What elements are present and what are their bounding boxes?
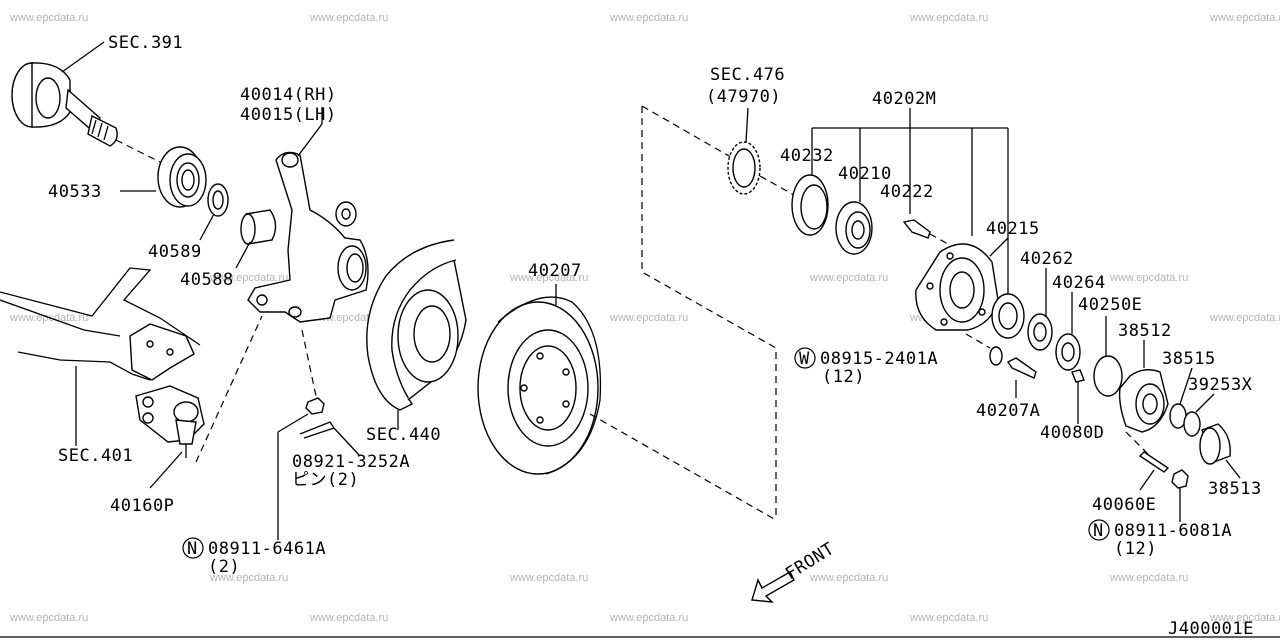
n-mark-letter: N bbox=[1093, 521, 1104, 541]
stud-40060e-drawing bbox=[1138, 451, 1170, 491]
watermark-layer: www.epcdata.ru www.epcdata.ru www.epcdat… bbox=[9, 12, 1280, 624]
drive-shaft-drawing bbox=[11, 41, 161, 163]
free-wheel-hub-38512-drawing bbox=[1118, 340, 1169, 457]
race-40232-drawing bbox=[791, 128, 829, 236]
watermark: www.epcdata.ru bbox=[809, 572, 888, 584]
snap-ring-38515-drawing bbox=[1169, 367, 1193, 429]
watermark: www.epcdata.ru bbox=[609, 12, 688, 24]
lock-plate-drawing bbox=[1055, 333, 1081, 371]
label-40222[interactable]: 40222 bbox=[880, 182, 934, 202]
hub-40215-drawing bbox=[915, 237, 1009, 331]
steering-knuckle-drawing bbox=[247, 107, 369, 323]
disc-rotor-40207-drawing bbox=[477, 284, 777, 521]
dust-shield-drawing bbox=[366, 239, 467, 430]
watermark: www.epcdata.ru bbox=[1109, 272, 1188, 284]
label-40160p[interactable]: 40160P bbox=[110, 496, 174, 516]
label-39253x[interactable]: 39253X bbox=[1188, 375, 1253, 395]
label-40080d[interactable]: 40080D bbox=[1040, 423, 1104, 443]
lower-arm-drawing bbox=[0, 267, 201, 446]
watermark: www.epcdata.ru bbox=[509, 572, 588, 584]
bearing-40262-drawing bbox=[991, 268, 1047, 339]
n-mark-icon bbox=[1088, 519, 1110, 541]
watermark: www.epcdata.ru bbox=[9, 12, 88, 24]
washer-40264-drawing bbox=[1027, 292, 1073, 351]
label-sec401[interactable]: SEC.401 bbox=[58, 446, 133, 466]
bushing-40588-drawing bbox=[235, 209, 277, 269]
label-40215[interactable]: 40215 bbox=[986, 219, 1040, 239]
ball-joint-40160p-drawing bbox=[135, 315, 263, 489]
label-40232[interactable]: 40232 bbox=[780, 146, 834, 166]
label-40250e[interactable]: 40250E bbox=[1078, 295, 1142, 315]
label-sec476-sub: (47970) bbox=[706, 87, 781, 107]
label-08911-6461a-qty: (2) bbox=[208, 557, 240, 577]
label-40015[interactable]: 40015(LH) bbox=[240, 105, 337, 125]
label-sec440[interactable]: SEC.440 bbox=[366, 425, 441, 445]
label-40589[interactable]: 40589 bbox=[148, 242, 202, 262]
label-38513[interactable]: 38513 bbox=[1208, 479, 1262, 499]
label-40207[interactable]: 40207 bbox=[528, 261, 582, 281]
watermark: www.epcdata.ru bbox=[1209, 612, 1280, 624]
label-40264[interactable]: 40264 bbox=[1052, 273, 1106, 293]
gasket-40250e-drawing bbox=[1093, 316, 1123, 397]
label-40262[interactable]: 40262 bbox=[1020, 249, 1074, 269]
watermark: www.epcdata.ru bbox=[609, 312, 688, 324]
label-08915-qty: (12) bbox=[822, 367, 865, 387]
watermark: www.epcdata.ru bbox=[1209, 12, 1280, 24]
label-08921-note: ピン(2) bbox=[292, 470, 359, 490]
label-40014[interactable]: 40014(RH) bbox=[240, 85, 337, 105]
watermark: www.epcdata.ru bbox=[909, 612, 988, 624]
n-mark-letter: N bbox=[187, 539, 198, 559]
watermark: www.epcdata.ru bbox=[1109, 572, 1188, 584]
n-mark-icon bbox=[182, 537, 204, 559]
label-40588[interactable]: 40588 bbox=[180, 270, 234, 290]
cap-38513-drawing bbox=[1199, 423, 1241, 479]
label-40060e[interactable]: 40060E bbox=[1092, 495, 1156, 515]
sensor-rotor-drawing bbox=[727, 107, 761, 195]
bearing-40210-drawing bbox=[835, 128, 873, 255]
nut-08911-6081a-drawing bbox=[1171, 469, 1189, 522]
watermark: www.epcdata.ru bbox=[609, 612, 688, 624]
cotter-pin-drawing bbox=[277, 329, 361, 540]
washer-08915-drawing bbox=[965, 333, 1003, 366]
label-08915[interactable]: 08915-2401A bbox=[820, 349, 938, 369]
oil-seal-40533-drawing bbox=[120, 146, 207, 208]
label-40207a[interactable]: 40207A bbox=[976, 401, 1040, 421]
w-mark-letter: W bbox=[799, 349, 810, 369]
bolt-40207a-drawing bbox=[1006, 357, 1037, 398]
label-40202m[interactable]: 40202M bbox=[872, 89, 936, 109]
watermark: www.epcdata.ru bbox=[9, 612, 88, 624]
label-40210[interactable]: 40210 bbox=[838, 164, 892, 184]
label-38512[interactable]: 38512 bbox=[1118, 321, 1172, 341]
watermark: www.epcdata.ru bbox=[209, 272, 288, 284]
label-08921[interactable]: 08921-3252A bbox=[292, 452, 410, 472]
ring-40589-drawing bbox=[199, 183, 229, 241]
watermark: www.epcdata.ru bbox=[209, 572, 288, 584]
label-40533[interactable]: 40533 bbox=[48, 182, 102, 202]
label-38515[interactable]: 38515 bbox=[1162, 349, 1216, 369]
label-08911-6081a-qty: (12) bbox=[1114, 539, 1157, 559]
ring-39253x-drawing bbox=[1183, 393, 1215, 437]
watermark: www.epcdata.ru bbox=[909, 12, 988, 24]
label-sec476[interactable]: SEC.476 bbox=[710, 65, 785, 85]
watermark: www.epcdata.ru bbox=[309, 12, 388, 24]
watermark: www.epcdata.ru bbox=[809, 272, 888, 284]
bolt-40222-drawing bbox=[902, 128, 949, 245]
figure-code: J400001E bbox=[1168, 619, 1254, 639]
assembly-bracket-40202m bbox=[812, 108, 1009, 300]
bolt-40080d-drawing bbox=[1071, 369, 1085, 424]
watermark: www.epcdata.ru bbox=[309, 612, 388, 624]
label-sec391[interactable]: SEC.391 bbox=[108, 33, 183, 53]
w-mark-icon bbox=[794, 347, 816, 369]
label-08911-6081a[interactable]: 08911-6081A bbox=[1114, 521, 1232, 541]
watermark: www.epcdata.ru bbox=[1209, 312, 1280, 324]
label-08911-6461a[interactable]: 08911-6461A bbox=[208, 539, 326, 559]
watermark: www.epcdata.ru bbox=[509, 272, 588, 284]
front-direction-arrow: FRONT bbox=[751, 539, 838, 603]
assembly-outline bbox=[641, 105, 811, 520]
